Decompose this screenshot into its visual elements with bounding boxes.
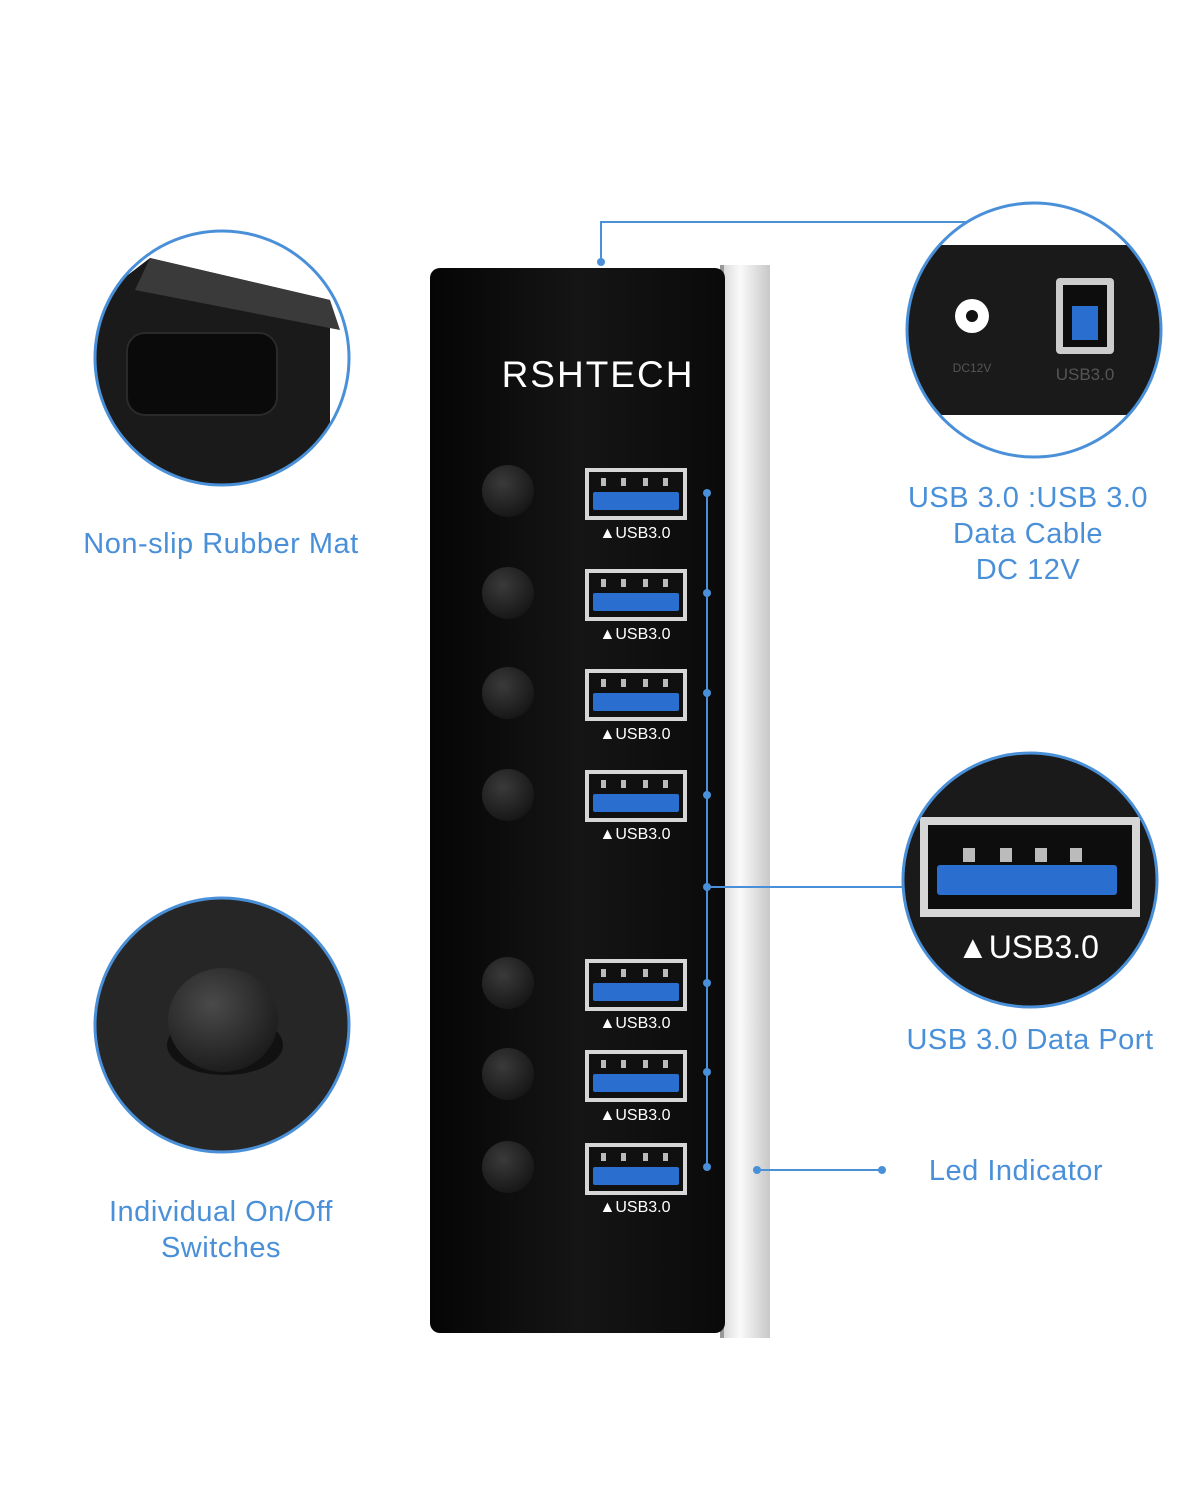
callout-led: Led Indicator [900, 1153, 1132, 1189]
rear-usb-label: USB3.0 [1056, 365, 1115, 384]
usb-port-label-6: ▲USB3.0 [600, 1107, 671, 1124]
zoom-rear-panel: DC12V USB3.0 [905, 201, 1163, 459]
callout-data-port-text: USB 3.0 Data Port [906, 1024, 1154, 1056]
port-switch-4[interactable] [482, 769, 534, 821]
port-switch-5[interactable] [482, 957, 534, 1009]
port-switch-3[interactable] [482, 667, 534, 719]
zoom-port-label: ▲USB3.0 [957, 929, 1099, 965]
usb-port-1[interactable] [585, 468, 687, 520]
callout-rear-line-2: Data Cable [952, 518, 1104, 550]
usb-port-5[interactable] [585, 959, 687, 1011]
usb-port-label-1: ▲USB3.0 [600, 525, 671, 542]
usb-port-label-7: ▲USB3.0 [600, 1199, 671, 1216]
brand-logo: RSHTECH [502, 354, 695, 395]
zoom-rubber-mat [93, 229, 351, 487]
callout-rear-line-3: DC 12V [975, 554, 1081, 586]
zoom-switch [93, 896, 351, 1154]
callout-data-port: USB 3.0 Data Port [878, 1022, 1182, 1058]
port-switch-7[interactable] [482, 1141, 534, 1193]
usb-port-3[interactable] [585, 669, 687, 721]
callout-rear: USB 3.0 :USB 3.0 Data Cable DC 12V [878, 480, 1178, 588]
power-switches [482, 465, 534, 1193]
usb-port-label-3: ▲USB3.0 [600, 726, 671, 743]
usb-port-2[interactable] [585, 569, 687, 621]
port-switch-1[interactable] [482, 465, 534, 517]
callout-rubber-mat-text: Non-slip Rubber Mat [83, 528, 359, 560]
callout-switches: Individual On/Off Switches [40, 1194, 402, 1266]
rear-dc-label: DC12V [953, 361, 992, 375]
callout-switches-line-1: Individual On/Off [109, 1196, 333, 1228]
callout-lines [600, 221, 970, 1171]
port-switch-2[interactable] [482, 567, 534, 619]
port-switch-6[interactable] [482, 1048, 534, 1100]
usb-port-7[interactable] [585, 1143, 687, 1195]
usb-port-label-5: ▲USB3.0 [600, 1015, 671, 1032]
usb-port-label-4: ▲USB3.0 [600, 826, 671, 843]
callout-rear-line-1: USB 3.0 :USB 3.0 [907, 482, 1149, 514]
hub-side-panel [720, 265, 770, 1338]
usb-port-label-2: ▲USB3.0 [600, 626, 671, 643]
zoom-data-port: ▲USB3.0 [901, 751, 1159, 1009]
callout-led-text: Led Indicator [928, 1155, 1104, 1187]
callout-rubber-mat: Non-slip Rubber Mat [40, 526, 402, 562]
callout-switches-line-2: Switches [160, 1232, 282, 1264]
led-indicator-dots [597, 258, 886, 1174]
usb-port-4[interactable] [585, 770, 687, 822]
usb-port-6[interactable] [585, 1050, 687, 1102]
